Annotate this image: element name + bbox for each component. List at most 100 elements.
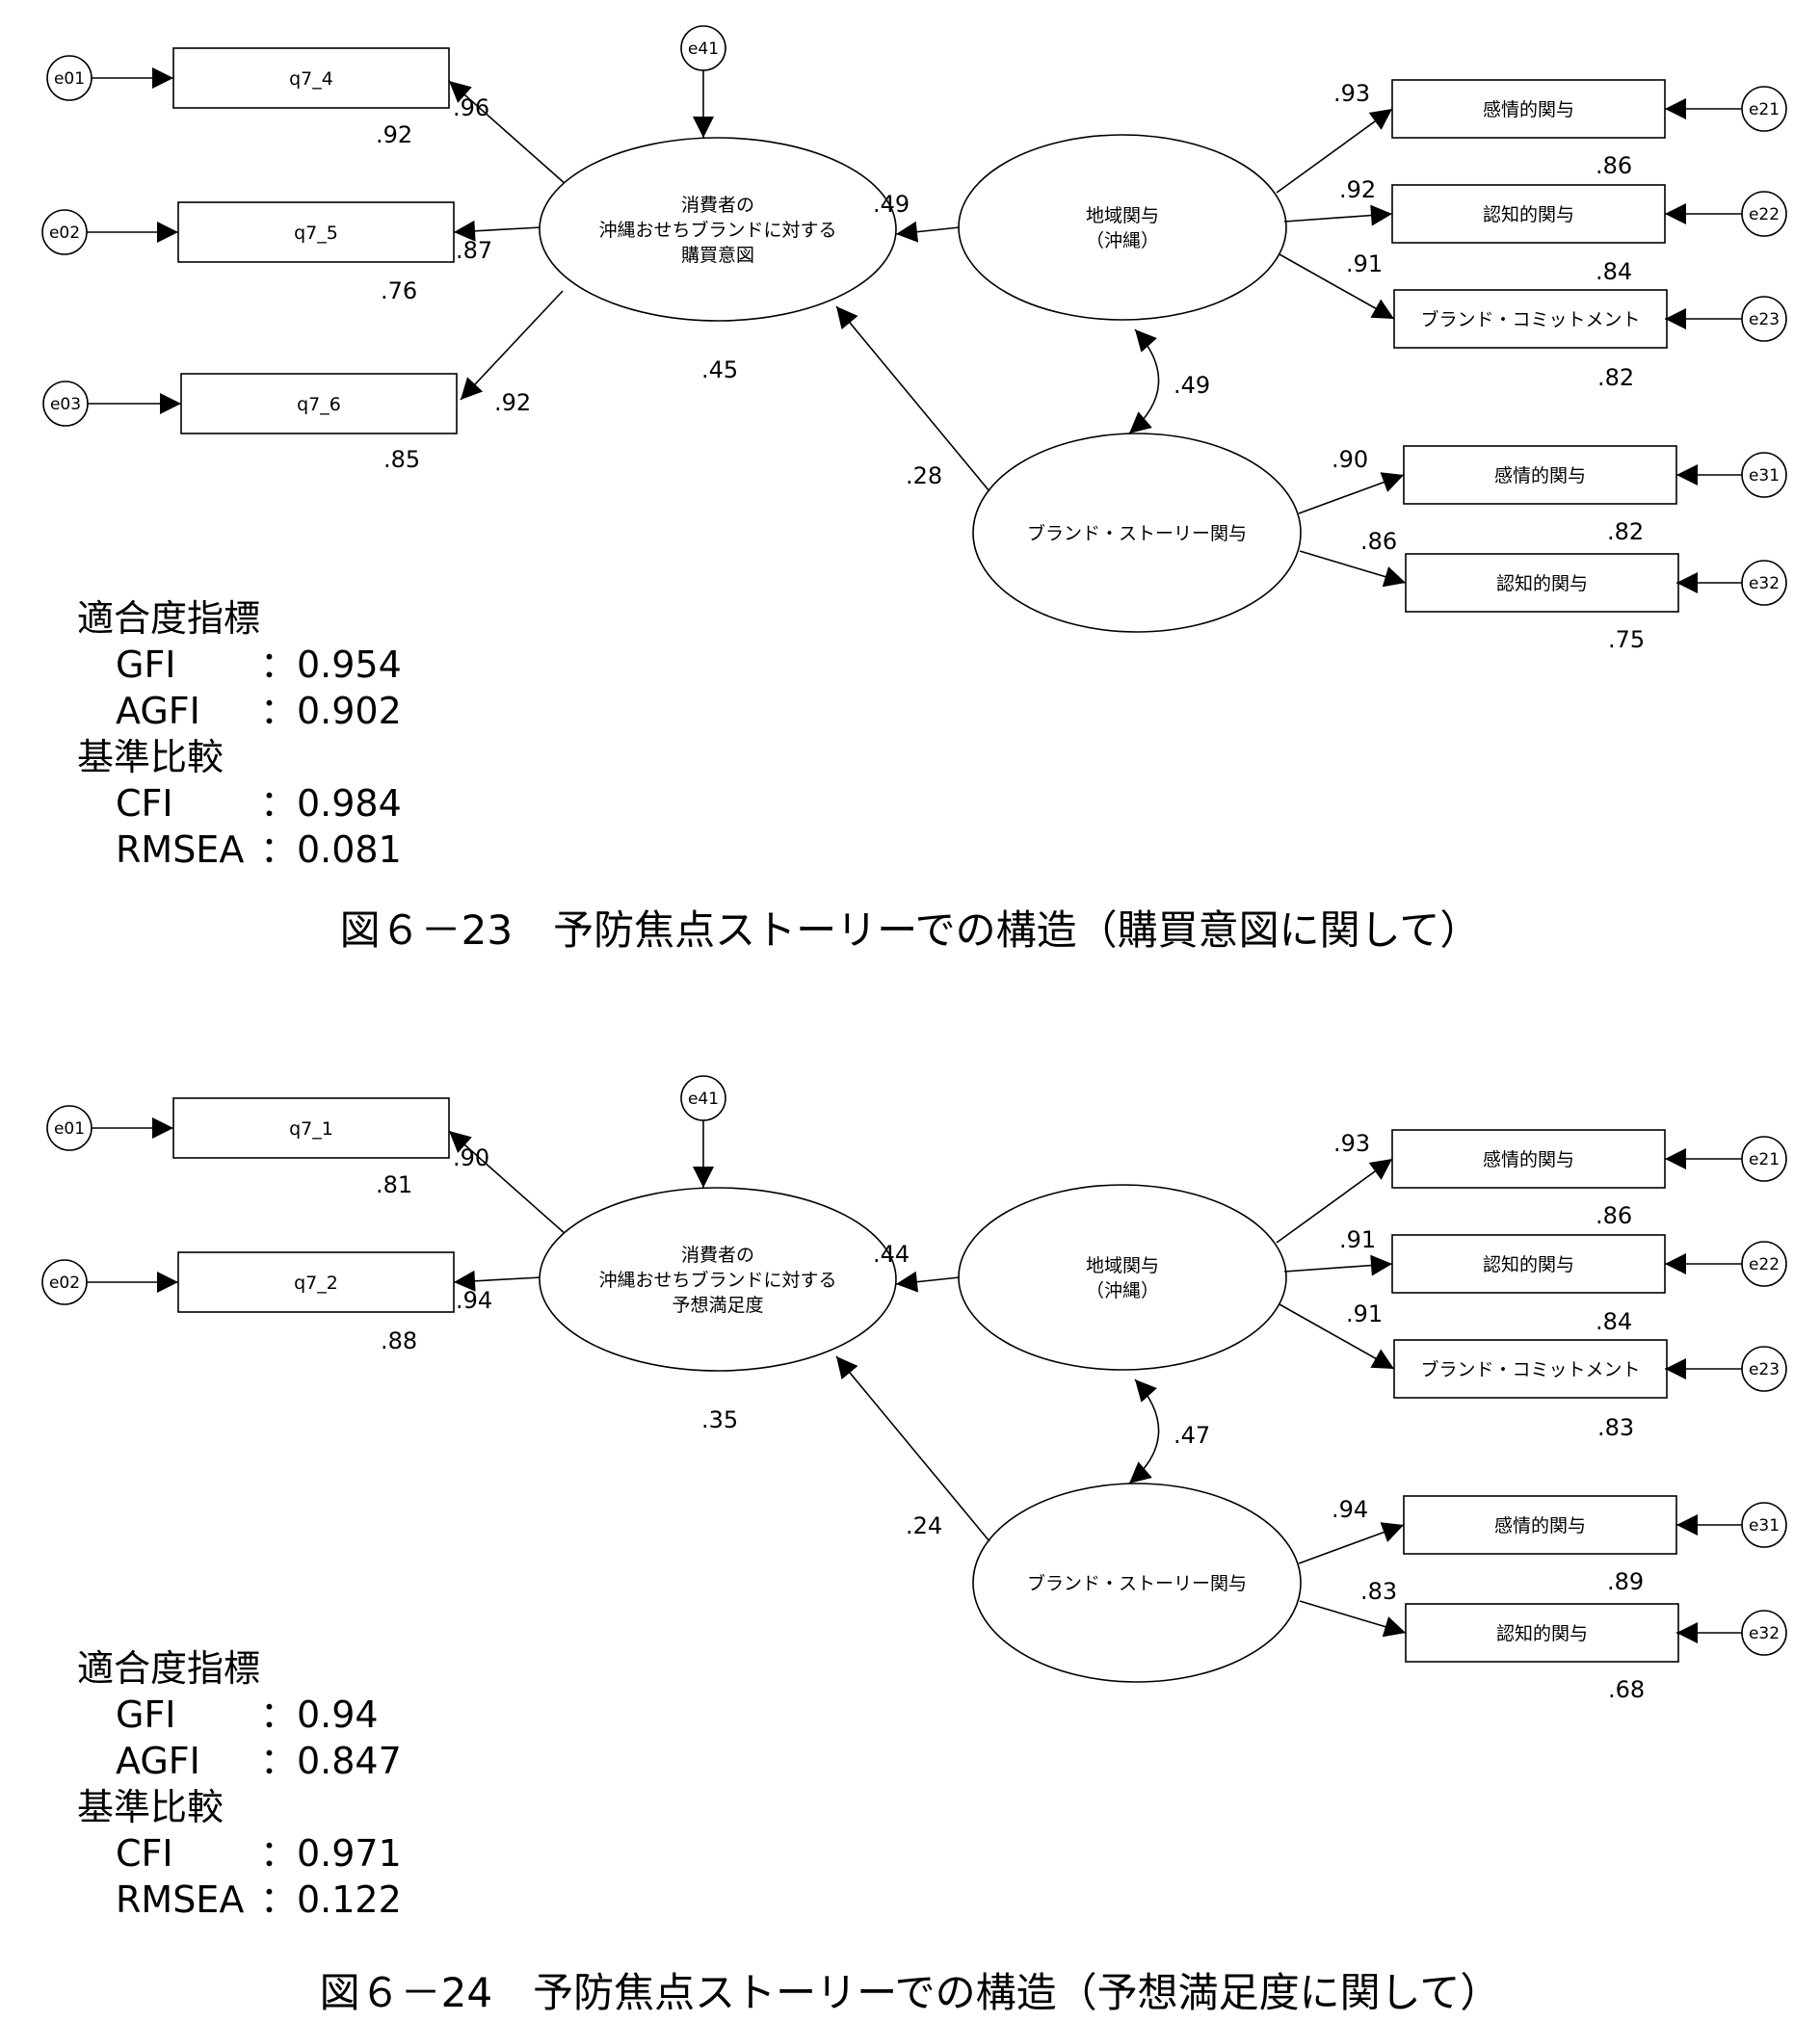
- regional-indicator-1-label: 感情的関与: [1483, 1149, 1574, 1170]
- gfi-row: GFI ：0.94: [77, 1692, 402, 1738]
- regional-indicator-2-label: 認知的関与: [1483, 1254, 1574, 1275]
- gfi-value: ：0.94: [260, 1694, 379, 1736]
- loading-path-e31: [1298, 472, 1405, 514]
- fit-heading-1: 適合度指標: [77, 1647, 261, 1690]
- error-e22-label: e22: [1749, 1255, 1780, 1274]
- loading-path-q7_5: [453, 220, 542, 242]
- agfi-label: AGFI: [116, 1740, 200, 1782]
- indicator-q7_6-label: q7_6: [297, 394, 341, 415]
- indicator-q7_1-label: q7_1: [289, 1118, 333, 1140]
- indicator-q7_2-label: q7_2: [294, 1273, 338, 1294]
- brand-story-latent-line-1: ブランド・ストーリー関与: [1027, 522, 1247, 544]
- structural-path-story: [835, 1355, 990, 1542]
- indicator-q7_5-label: q7_5: [294, 223, 338, 244]
- path-coef-story: .24: [906, 1512, 942, 1539]
- cfi-label: CFI: [116, 782, 173, 825]
- indicator-q7_6-box: [180, 373, 458, 434]
- brand-story-latent-ellipse: [972, 1483, 1302, 1683]
- r2-e21: .86: [1596, 1202, 1632, 1229]
- loading-e23: .91: [1346, 250, 1383, 277]
- rmsea-label: RMSEA: [116, 828, 245, 871]
- error-e02-label: e02: [49, 223, 80, 243]
- indicator-q7_4-label: q7_4: [289, 68, 333, 90]
- agfi-label: AGFI: [116, 690, 200, 732]
- correlation-path: [1128, 1379, 1160, 1484]
- loading-path-q7_1: [448, 1130, 567, 1236]
- story-indicator-1-box: [1403, 1495, 1677, 1555]
- path-diagram: q7_4e01.96.92q7_5e02.87.76q7_6e03.92.85消…: [41, 25, 1787, 653]
- error-e32-label: e32: [1749, 1624, 1780, 1643]
- path-coef-region: .49: [873, 191, 910, 218]
- r2-q7_5: .76: [381, 277, 417, 304]
- loading-e32: .83: [1360, 1578, 1397, 1605]
- regional-indicator-3-box: [1393, 1339, 1668, 1399]
- error-e21-label: e21: [1749, 100, 1780, 119]
- cfi-label: CFI: [116, 1832, 173, 1875]
- error-e32-label: e32: [1749, 574, 1780, 593]
- loading-path-e22: [1283, 204, 1393, 226]
- outcome-latent-line-3: 予想満足度: [672, 1295, 763, 1316]
- loading-e23: .91: [1346, 1300, 1383, 1327]
- error-e31-label: e31: [1749, 1516, 1780, 1536]
- outcome-latent-line-1: 消費者の: [681, 1245, 754, 1266]
- r2-e31: .82: [1607, 518, 1644, 545]
- regional-indicator-2-box: [1391, 184, 1666, 244]
- error-e23-label: e23: [1749, 1360, 1780, 1379]
- loading-q7_6: .92: [494, 389, 531, 416]
- r2-q7_6: .85: [383, 446, 420, 473]
- regional-indicator-3-label: ブランド・コミットメント: [1420, 1358, 1640, 1380]
- error-e01-label: e01: [54, 1119, 85, 1139]
- story-indicator-2-label: 認知的関与: [1496, 573, 1588, 594]
- regional-involvement-latent-line-2: （沖縄）: [1086, 230, 1159, 251]
- agfi-row: AGFI ：0.902: [77, 688, 402, 734]
- structural-path-region: [895, 221, 961, 243]
- outcome-latent-line-1: 消費者の: [681, 195, 754, 216]
- regional-involvement-latent-line-1: 地域関与: [1086, 1255, 1159, 1276]
- fit-heading-2: 基準比較: [77, 1786, 224, 1828]
- gfi-row: GFI：0.954: [77, 642, 402, 688]
- structural-path-region: [895, 1271, 961, 1293]
- loading-q7_1: .90: [453, 1144, 489, 1171]
- indicator-q7_1-box: [172, 1097, 450, 1159]
- r2-e22: .84: [1596, 258, 1632, 285]
- loading-e31: .90: [1332, 446, 1368, 473]
- error-e41-label: e41: [688, 39, 719, 59]
- error-e31-label: e31: [1749, 466, 1780, 486]
- cfi-row: CFI ：0.971: [77, 1830, 402, 1877]
- story-indicator-1-box: [1403, 445, 1677, 505]
- rmsea-label: RMSEA: [116, 1878, 245, 1921]
- error-e03-label: e03: [50, 395, 81, 414]
- agfi-value: ：0.902: [260, 690, 402, 732]
- loading-path-e31: [1298, 1522, 1405, 1564]
- figure-caption: 図６－23 予防焦点ストーリーでの構造（購買意図に関して）: [339, 906, 1481, 954]
- loading-path-q7_4: [448, 80, 567, 186]
- gfi-label: GFI: [116, 1694, 176, 1736]
- indicator-q7_4-box: [172, 47, 450, 109]
- r2-e31: .89: [1607, 1568, 1644, 1595]
- outcome-latent-line-2: 沖縄おせちブランドに対する: [598, 1269, 836, 1291]
- indicator-q7_2-box: [177, 1251, 455, 1313]
- correlation-coef: .49: [1174, 372, 1210, 399]
- error-e01-label: e01: [54, 69, 85, 89]
- rmsea-row: RMSEA ：0.081: [77, 827, 402, 873]
- rmsea-value: ：0.122: [260, 1878, 402, 1921]
- fit-indices: 適合度指標 GFI：0.954 AGFI：0.902 基準比較 CFI：0.98…: [77, 595, 402, 873]
- r2-e23: .83: [1597, 1414, 1634, 1441]
- path-coef-region: .44: [873, 1241, 910, 1268]
- cfi-value: ：0.971: [260, 1832, 402, 1875]
- loading-path-e22: [1283, 1254, 1393, 1276]
- agfi-value: ：0.847: [260, 1740, 402, 1782]
- structural-path-story: [835, 305, 990, 492]
- rmsea-value: ：0.081: [260, 828, 402, 871]
- loading-path-e32: [1299, 550, 1407, 588]
- loading-q7_4: .96: [453, 94, 489, 121]
- error-e02-label: e02: [49, 1274, 80, 1293]
- regional-involvement-latent-line-2: （沖縄）: [1086, 1280, 1159, 1301]
- regional-indicator-2-label: 認知的関与: [1483, 204, 1574, 225]
- error-e23-label: e23: [1749, 310, 1780, 329]
- regional-involvement-latent-ellipse: [958, 1184, 1287, 1371]
- r2-e23: .82: [1597, 364, 1634, 391]
- fit-heading-2: 基準比較: [77, 736, 224, 778]
